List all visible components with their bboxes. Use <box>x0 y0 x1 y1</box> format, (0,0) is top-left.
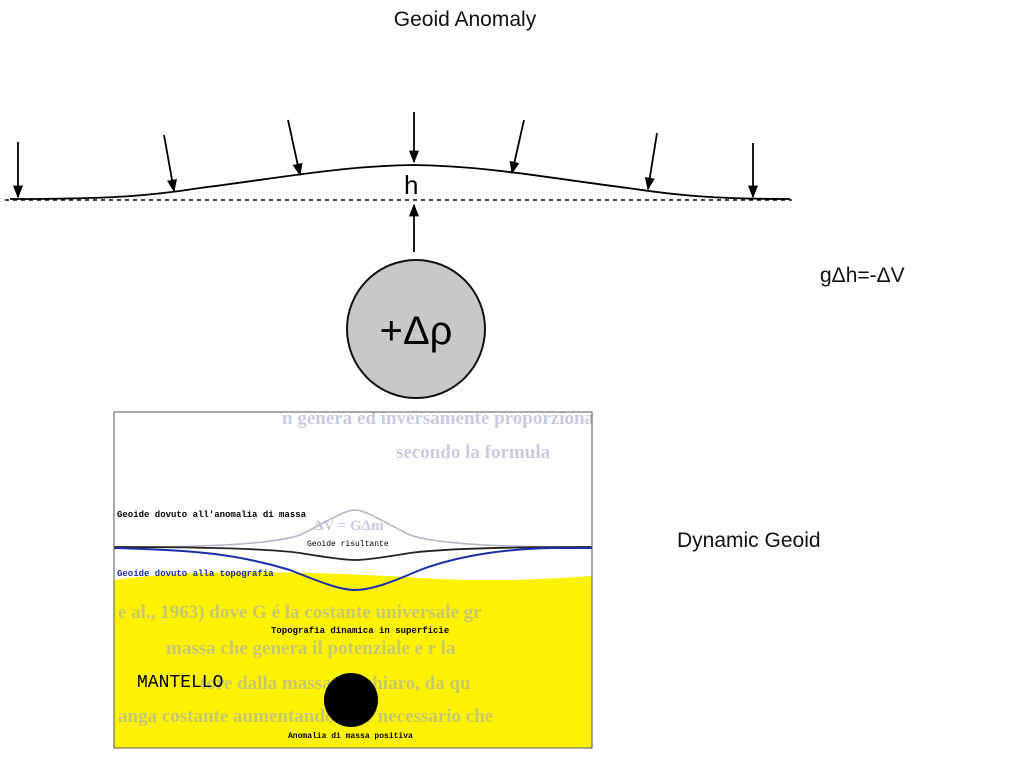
gravity-arrow <box>644 132 658 191</box>
topography-geoid-curve <box>114 547 592 592</box>
figure-border <box>113 411 593 749</box>
gravity-arrows <box>12 112 759 252</box>
resulting-geoid-curve <box>114 546 592 561</box>
dynamic-geoid-figure: n genera ed inversamente proporzionale a… <box>114 408 643 748</box>
topography-geoid-label: Geoide dovuto alla topografia <box>117 569 274 579</box>
slide-title: Geoid Anomaly <box>393 8 537 31</box>
mass-anomaly-label: +Δρ <box>380 309 453 353</box>
gravity-arrow <box>163 134 177 193</box>
background-text: ΔV = GΔm <box>314 518 384 534</box>
background-text: anga costante aumentando m, é necessario… <box>118 706 493 727</box>
resulting-geoid-label: Geoide risultante <box>307 540 389 549</box>
geoid-height-label: h <box>404 170 418 200</box>
dynamic-topography-label: Topografia dinamica in superficie <box>271 626 449 636</box>
mass-geoid-curve <box>114 509 592 548</box>
gravity-arrow <box>287 119 303 177</box>
geoid-surface-curve <box>9 164 791 200</box>
dynamic-geoid-label: Dynamic Geoid <box>677 529 821 552</box>
positive-mass-anomaly <box>324 673 378 727</box>
mass-anomaly-sphere <box>346 259 486 399</box>
geoid-formula: gΔh=-ΔV <box>820 264 905 287</box>
background-text: massa che genera il potenziale e r la <box>166 638 456 659</box>
mantle-region <box>114 572 592 748</box>
mantle-label: MANTELLO <box>137 673 223 693</box>
background-text: secondo la formula <box>396 442 551 463</box>
background-text: n genera ed inversamente proporzionale a… <box>282 408 643 429</box>
mass-geoid-label: Geoide dovuto all'anomalia di massa <box>117 510 307 520</box>
positive-mass-label: Anomalia di massa positiva <box>288 732 413 741</box>
gravity-arrow <box>509 119 525 175</box>
background-text: e al., 1963) dove G é la costante univer… <box>118 602 482 623</box>
